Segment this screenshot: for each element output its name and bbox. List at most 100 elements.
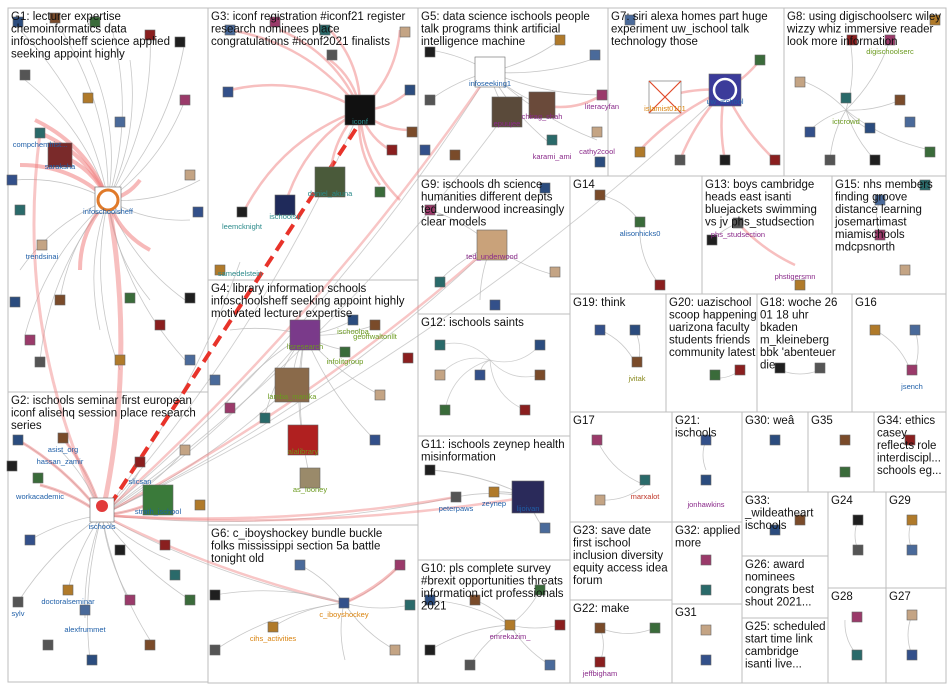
user-avatar-node[interactable]: [594, 189, 606, 201]
lisresearch-node[interactable]: [289, 319, 321, 351]
user-avatar-node[interactable]: [839, 434, 851, 446]
user-avatar-node[interactable]: [169, 569, 181, 581]
user-avatar-node[interactable]: [49, 12, 61, 24]
user-avatar-node[interactable]: [179, 444, 191, 456]
user-avatar-node[interactable]: [424, 46, 436, 58]
alalibrary-node[interactable]: [287, 424, 319, 456]
user-avatar-node[interactable]: [12, 16, 24, 28]
user-avatar-node[interactable]: [674, 154, 686, 166]
user-avatar-node[interactable]: [464, 659, 476, 671]
user-avatar-node[interactable]: [919, 179, 931, 191]
user-avatar-node[interactable]: [209, 374, 221, 386]
user-avatar-node[interactable]: [89, 16, 101, 28]
user-avatar-node[interactable]: [374, 186, 386, 198]
user-avatar-node[interactable]: [339, 346, 351, 358]
user-avatar-node[interactable]: [319, 24, 331, 36]
user-avatar-node[interactable]: [869, 324, 881, 336]
chirag-shah-node[interactable]: [528, 91, 556, 119]
user-avatar-node[interactable]: [596, 89, 608, 101]
user-avatar-node[interactable]: [769, 154, 781, 166]
user-avatar-node[interactable]: [904, 434, 916, 446]
user-avatar-node[interactable]: [700, 584, 712, 596]
user-avatar-node[interactable]: [404, 599, 416, 611]
user-avatar-node[interactable]: [794, 279, 806, 291]
user-avatar-node[interactable]: [924, 146, 936, 158]
user-avatar-node[interactable]: [624, 14, 636, 26]
user-avatar-node[interactable]: [851, 611, 863, 623]
user-avatar-node[interactable]: [851, 649, 863, 661]
user-avatar-node[interactable]: [6, 460, 18, 472]
epuujee-node[interactable]: [491, 96, 523, 128]
ischoolsu-node[interactable]: [274, 194, 296, 216]
user-avatar-node[interactable]: [884, 34, 896, 46]
user-avatar-node[interactable]: [794, 514, 806, 526]
user-avatar-node[interactable]: [546, 134, 558, 146]
user-avatar-node[interactable]: [154, 319, 166, 331]
infoseeking1-node[interactable]: [474, 56, 506, 88]
user-avatar-node[interactable]: [469, 594, 481, 606]
lamba-manika-node[interactable]: [274, 367, 310, 403]
user-avatar-node[interactable]: [774, 362, 786, 374]
user-avatar-node[interactable]: [700, 434, 712, 446]
user-avatar-node[interactable]: [114, 116, 126, 128]
user-avatar-node[interactable]: [424, 644, 436, 656]
user-avatar-node[interactable]: [700, 554, 712, 566]
user-avatar-node[interactable]: [347, 314, 359, 326]
user-avatar-node[interactable]: [594, 324, 606, 336]
user-avatar-node[interactable]: [14, 204, 26, 216]
user-avatar-node[interactable]: [874, 194, 886, 206]
user-avatar-node[interactable]: [6, 174, 18, 186]
lijoivan-node[interactable]: [511, 480, 545, 514]
user-avatar-node[interactable]: [631, 356, 643, 368]
user-avatar-node[interactable]: [504, 619, 516, 631]
user-avatar-node[interactable]: [840, 92, 852, 104]
user-avatar-node[interactable]: [700, 624, 712, 636]
user-avatar-node[interactable]: [174, 36, 186, 48]
user-avatar-node[interactable]: [224, 402, 236, 414]
user-avatar-node[interactable]: [184, 169, 196, 181]
user-avatar-node[interactable]: [594, 494, 606, 506]
user-avatar-node[interactable]: [12, 596, 24, 608]
user-avatar-node[interactable]: [539, 522, 551, 534]
user-avatar-node[interactable]: [732, 217, 744, 229]
user-avatar-node[interactable]: [434, 276, 446, 288]
user-avatar-node[interactable]: [754, 54, 766, 66]
user-avatar-node[interactable]: [874, 229, 886, 241]
user-avatar-node[interactable]: [700, 474, 712, 486]
user-avatar-node[interactable]: [294, 559, 306, 571]
user-avatar-node[interactable]: [34, 127, 46, 139]
user-avatar-node[interactable]: [769, 434, 781, 446]
user-avatar-node[interactable]: [594, 622, 606, 634]
user-avatar-node[interactable]: [909, 324, 921, 336]
user-avatar-node[interactable]: [62, 584, 74, 596]
user-avatar-node[interactable]: [424, 594, 436, 606]
user-avatar-node[interactable]: [700, 654, 712, 666]
user-avatar-node[interactable]: [639, 474, 651, 486]
user-avatar-node[interactable]: [192, 206, 204, 218]
user-avatar-node[interactable]: [629, 324, 641, 336]
user-avatar-node[interactable]: [32, 472, 44, 484]
user-avatar-node[interactable]: [124, 594, 136, 606]
user-avatar-node[interactable]: [929, 14, 941, 26]
user-avatar-node[interactable]: [906, 609, 918, 621]
user-avatar-node[interactable]: [259, 412, 271, 424]
ted-underwood-node[interactable]: [476, 229, 508, 261]
user-avatar-node[interactable]: [338, 597, 350, 609]
user-avatar-node[interactable]: [114, 544, 126, 556]
user-avatar-node[interactable]: [194, 499, 206, 511]
user-avatar-node[interactable]: [906, 649, 918, 661]
user-avatar-node[interactable]: [402, 352, 414, 364]
user-avatar-node[interactable]: [904, 116, 916, 128]
user-avatar-node[interactable]: [852, 544, 864, 556]
user-avatar-node[interactable]: [399, 26, 411, 38]
user-avatar-node[interactable]: [369, 434, 381, 446]
user-avatar-node[interactable]: [209, 644, 221, 656]
user-avatar-node[interactable]: [906, 544, 918, 556]
user-avatar-node[interactable]: [539, 182, 551, 194]
user-avatar-node[interactable]: [424, 94, 436, 106]
user-avatar-node[interactable]: [24, 534, 36, 546]
user-avatar-node[interactable]: [706, 234, 718, 246]
user-avatar-node[interactable]: [424, 204, 436, 216]
user-avatar-node[interactable]: [906, 364, 918, 376]
user-avatar-node[interactable]: [134, 456, 146, 468]
